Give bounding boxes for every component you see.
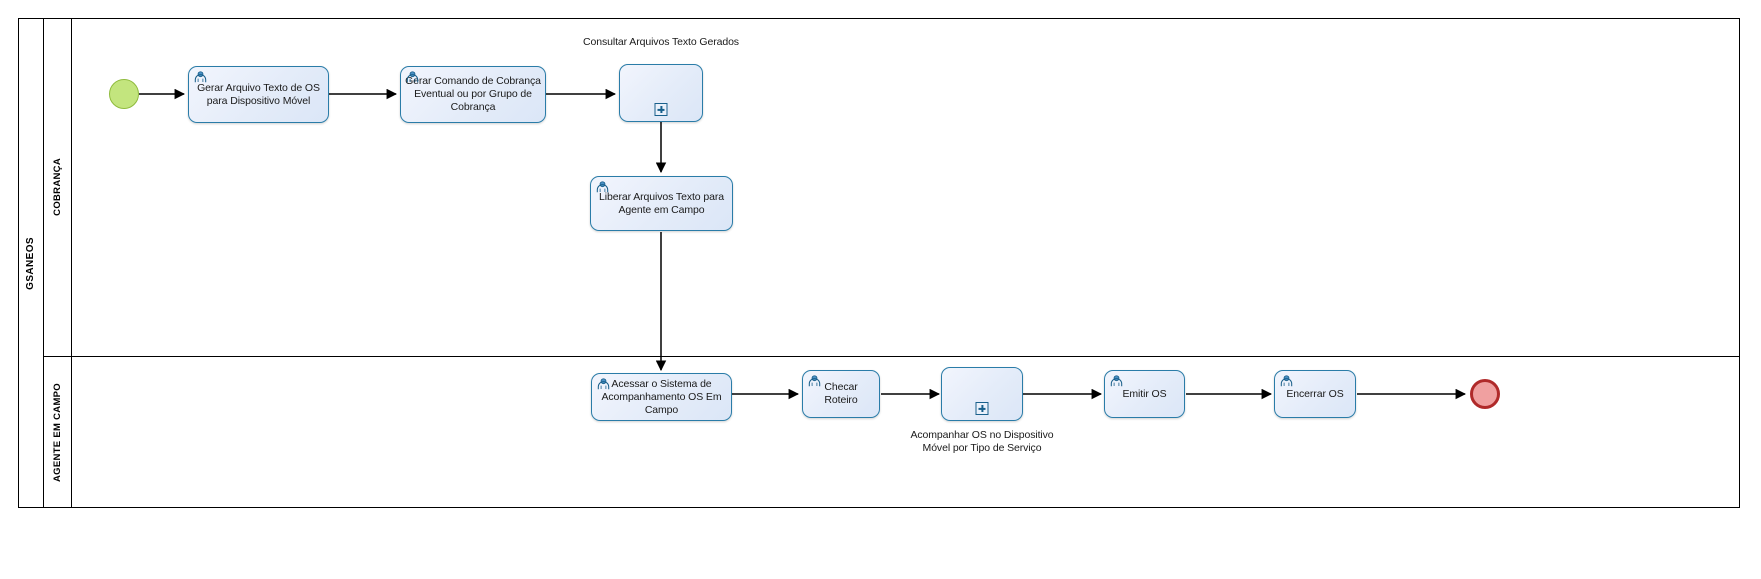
task-checar-roteiro[interactable]: Checar Roteiro [802,370,880,418]
lane-label-agente: AGENTE EM CAMPO [52,383,63,482]
subprocess-expand-icon[interactable] [654,103,668,116]
task-label: Gerar Arquivo Texto de OS para Dispositi… [197,81,320,107]
task-label: Liberar Arquivos Texto para Agente em Ca… [599,190,724,216]
user-task-icon [1110,375,1123,387]
subprocess-acompanhar-os-dispositivo-movel[interactable] [941,367,1023,421]
task-acessar-sistema-acompanhamento[interactable]: Acessar o Sistema de Acompanhamento OS E… [591,373,732,421]
task-label: Emitir OS [1122,387,1167,400]
lane-label-cobranca: COBRANÇA [52,158,63,216]
subprocess-expand-icon[interactable] [975,402,989,415]
user-task-icon [597,378,610,390]
lane-header-agente: AGENTE EM CAMPO [44,357,72,508]
subprocess-caption-consultar-arquivos: Consultar Arquivos Texto Gerados [583,36,739,48]
task-label: Checar Roteiro [824,381,858,406]
task-emitir-os[interactable]: Emitir OS [1104,370,1185,418]
task-gerar-comando-cobranca[interactable]: Gerar Comando de Cobrança Eventual ou po… [400,66,546,123]
pool-label-gsaneos: GSANEOS [18,18,44,508]
end-event[interactable] [1470,379,1500,409]
user-task-icon [808,375,821,387]
user-task-icon [406,71,419,83]
subprocess-caption-acompanhar-os: Acompanhar OS no Dispositivo Móvel por T… [910,429,1054,454]
user-task-icon [1280,375,1293,387]
task-liberar-arquivos-texto[interactable]: Liberar Arquivos Texto para Agente em Ca… [590,176,733,231]
task-label: Encerrar OS [1286,387,1344,400]
start-event[interactable] [109,79,139,109]
task-label: Gerar Comando de Cobrança Eventual ou po… [405,75,541,113]
lane-cobranca: COBRANÇA [44,18,1740,357]
lane-header-cobranca: COBRANÇA [44,18,72,356]
user-task-icon [194,71,207,83]
subprocess-consultar-arquivos-texto-gerados[interactable] [619,64,703,122]
task-gerar-arquivo-texto-os[interactable]: Gerar Arquivo Texto de OS para Dispositi… [188,66,329,123]
pool-label-text: GSANEOS [25,236,36,290]
task-encerrar-os[interactable]: Encerrar OS [1274,370,1356,418]
task-label: Acessar o Sistema de Acompanhamento OS E… [601,377,722,416]
lane-agente: AGENTE EM CAMPO [44,357,1740,508]
user-task-icon [596,181,609,193]
